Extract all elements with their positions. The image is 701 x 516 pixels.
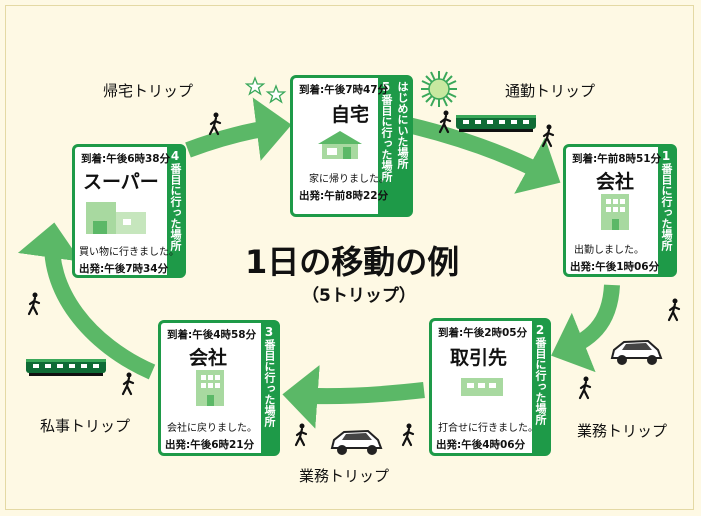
walking-person-icon	[438, 110, 452, 134]
arrival-time: 到着:午後2時05分	[438, 327, 528, 339]
ring-arrow-private	[17, 222, 156, 380]
side-extra-text: はじめにいた場所	[396, 81, 409, 169]
place-name: 取引先	[450, 347, 508, 369]
departure-time: 出発:午前8時22分	[299, 190, 389, 202]
departure-time: 出発:午後6時21分	[165, 439, 255, 451]
place-note: 出勤しました。	[574, 245, 644, 256]
side-text: 番目に行った場所	[534, 337, 547, 425]
arrival-time: 到着:午前8時51分	[572, 153, 662, 165]
office-building-icon	[601, 194, 629, 230]
walking-person-icon	[121, 372, 135, 396]
train-icon	[456, 115, 536, 132]
trip-label-private: 私事トリップ	[40, 417, 131, 435]
walking-person-icon	[27, 292, 41, 316]
place-card-home: 5 番目に行った場所 はじめにいた場所 到着:午後7時47分 自宅 家に帰りまし…	[290, 75, 413, 217]
star-icon	[245, 76, 287, 104]
place-name: 自宅	[331, 104, 370, 126]
side-number: 5	[381, 80, 391, 94]
side-text: 番目に行った場所	[380, 94, 393, 182]
ring-arrow-return-home	[185, 97, 292, 161]
office-building-icon	[196, 370, 224, 406]
departure-time: 出発:午後7時34分	[79, 263, 169, 275]
place-note: 買い物に行きました。	[79, 247, 179, 258]
departure-time: 出発:午後4時06分	[436, 439, 526, 451]
walking-person-icon	[578, 376, 592, 400]
ring-arrow-commute	[393, 114, 561, 194]
house-icon	[318, 131, 362, 159]
train-icon	[26, 359, 106, 376]
side-number: 2	[535, 323, 545, 337]
diagram-frame	[5, 5, 694, 510]
sun-icon	[421, 71, 457, 107]
walking-person-icon	[667, 298, 681, 322]
car-icon	[330, 429, 383, 455]
walking-person-icon	[294, 423, 308, 447]
place-card-office-1: 1 番目に行った場所 到着:午前8時51分 会社 出勤しました。 出発:午後1時…	[563, 144, 677, 277]
place-note: 会社に戻りました。	[167, 423, 257, 434]
ring-arrow-business-bottom	[282, 364, 425, 429]
side-number: 1	[661, 149, 671, 163]
trip-label-return-home: 帰宅トリップ	[103, 82, 194, 100]
place-card-supermarket: 4 番目に行った場所 到着:午後6時38分 スーパー 買い物に行きました。 出発…	[72, 144, 186, 278]
diagram-title: 1日の移動の例	[245, 243, 460, 281]
place-card-client: 2 番目に行った場所 到着:午後2時05分 取引先 打合せに行きました。 出発:…	[429, 318, 551, 456]
side-number: 4	[170, 149, 180, 163]
ring-arrow-business-right	[551, 284, 620, 373]
store-icon	[86, 202, 146, 234]
place-card-office-2: 3 番目に行った場所 到着:午後4時58分 会社 会社に戻りました。 出発:午後…	[158, 320, 280, 456]
place-name: 会社	[596, 171, 635, 193]
arrival-time: 到着:午後7時47分	[299, 84, 389, 96]
place-note: 家に帰りました。	[309, 174, 389, 185]
side-text: 番目に行った場所	[169, 163, 182, 251]
diagram-subtitle: （5トリップ）	[302, 286, 416, 306]
side-number: 3	[264, 325, 274, 339]
walking-person-icon	[401, 423, 415, 447]
side-label: 2 番目に行った場所	[532, 321, 548, 453]
side-label: 1 番目に行った場所	[658, 147, 674, 274]
trip-label-business-right: 業務トリップ	[577, 422, 668, 440]
trip-label-business-bottom: 業務トリップ	[299, 467, 390, 485]
side-text: 番目に行った場所	[660, 163, 673, 251]
store-icon	[461, 378, 503, 396]
arrival-time: 到着:午後4時58分	[167, 329, 257, 341]
place-name: 会社	[189, 347, 228, 369]
side-label: 4 番目に行った場所	[167, 147, 183, 275]
departure-time: 出発:午後1時06分	[570, 261, 660, 273]
place-note: 打合せに行きました。	[438, 423, 538, 434]
place-name: スーパー	[83, 171, 159, 193]
walking-person-icon	[541, 124, 555, 148]
trip-label-commute: 通勤トリップ	[505, 82, 596, 100]
walking-person-icon	[208, 112, 222, 136]
side-label: 5 番目に行った場所 はじめにいた場所	[378, 78, 410, 214]
side-label: 3 番目に行った場所	[261, 323, 277, 453]
side-text: 番目に行った場所	[263, 339, 276, 427]
arrival-time: 到着:午後6時38分	[81, 153, 171, 165]
car-icon	[610, 339, 663, 365]
